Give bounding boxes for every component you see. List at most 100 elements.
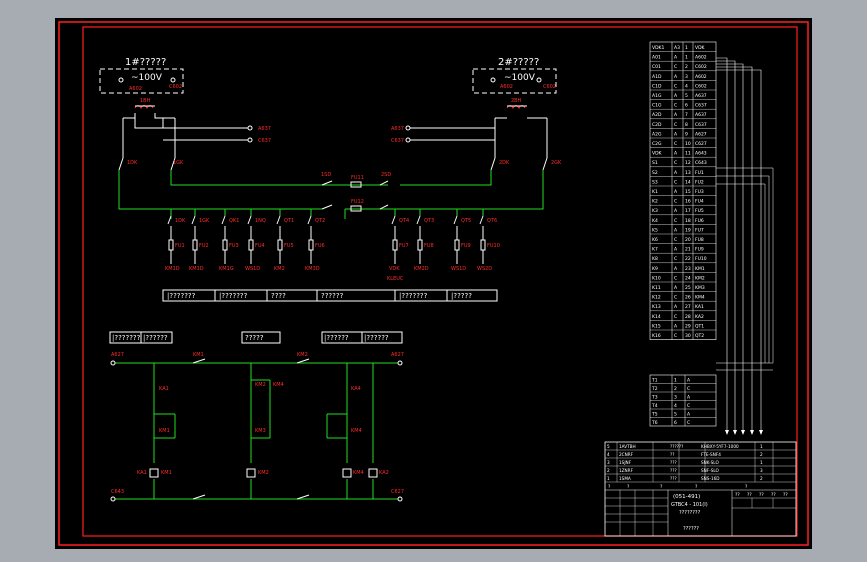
title-block-cell: 5 bbox=[607, 444, 610, 449]
terminal-cell: A602 bbox=[695, 74, 707, 80]
tie-fuse-label-1: FU11 bbox=[351, 175, 364, 181]
control-terminal-bottom-left: C643 bbox=[111, 489, 124, 495]
transformer-right-title: 2#????? bbox=[498, 57, 539, 68]
terminal-cell: C637 bbox=[695, 103, 707, 109]
title-block-cell: SNK-SLO bbox=[701, 460, 719, 465]
terminal-cell: 24 bbox=[685, 275, 691, 281]
switch-label-1: 1DK bbox=[127, 160, 138, 166]
bus-label-left-a: A637 bbox=[258, 126, 271, 132]
title-block-drawing-name: ???????? bbox=[679, 510, 701, 516]
feeder-switch-10 bbox=[479, 215, 484, 225]
control-coil-5: KA2 bbox=[379, 470, 389, 476]
terminal-cell: K13 bbox=[652, 304, 661, 310]
terminal-cell: K16 bbox=[652, 333, 661, 339]
drawing-sheet: 1#????? ~100V A602 C602 1BH 2#????? ~100… bbox=[55, 18, 812, 549]
switch-label-3: 2DK bbox=[499, 160, 510, 166]
terminal-header-cell: 1 bbox=[685, 45, 688, 51]
terminal-cell: K6 bbox=[652, 237, 658, 243]
fuse-fu12 bbox=[350, 205, 362, 212]
terminal-cell: K12 bbox=[652, 295, 661, 301]
small-table-cell: T6 bbox=[651, 420, 658, 426]
terminal-cell: FU7 bbox=[695, 227, 704, 233]
control-contact-9: KM4 bbox=[351, 428, 362, 434]
title-block-cell: 1SMA bbox=[619, 476, 631, 481]
feeder-fuse-label-2: FU2 bbox=[199, 243, 209, 249]
terminal-cell: KM1 bbox=[695, 266, 705, 272]
feeder-terminal-10: WS2D bbox=[477, 266, 492, 272]
small-table-cell: C bbox=[687, 386, 690, 392]
switch-label-2: 1GK bbox=[173, 160, 184, 166]
terminal-cell: A bbox=[674, 74, 678, 80]
terminal-cell: S1 bbox=[652, 160, 658, 166]
title-block-header: ? bbox=[660, 484, 663, 490]
terminal-cell: K15 bbox=[652, 323, 661, 329]
control-coil-4: KM4 bbox=[353, 470, 364, 476]
terminal-cell: C602 bbox=[695, 64, 707, 70]
terminal-cell: A01 bbox=[652, 55, 661, 61]
terminal-cell: C bbox=[674, 199, 677, 205]
terminal-cell: A1D bbox=[652, 74, 662, 80]
terminal-cell: K14 bbox=[652, 314, 661, 320]
terminal-cell: 13 bbox=[685, 170, 691, 176]
control-box-left: KLEUC bbox=[387, 276, 404, 282]
feeder-fuse-label-9: FU9 bbox=[461, 243, 471, 249]
terminal-cell: C01 bbox=[652, 64, 661, 70]
control-header-2: |?????? bbox=[143, 334, 168, 342]
terminal-cell: 1 bbox=[685, 55, 688, 61]
control-contact-2: KM2 bbox=[297, 352, 308, 358]
terminal-cell: S3 bbox=[652, 179, 658, 185]
terminal-cell: 22 bbox=[685, 256, 691, 262]
leader-lines bbox=[716, 57, 774, 435]
title-block-header: ? bbox=[695, 484, 698, 490]
feeder-fuse-label-6: FU6 bbox=[315, 243, 325, 249]
title-block-cell: ?? bbox=[670, 452, 674, 457]
title-block-cell: ??? bbox=[670, 476, 677, 481]
terminal-cell: A bbox=[674, 266, 678, 272]
terminal-cell: C bbox=[674, 275, 677, 281]
control-contact-8: KA4 bbox=[351, 386, 361, 392]
control-header-5: |?????? bbox=[364, 334, 389, 342]
transformer-left-title: 1#????? bbox=[125, 57, 166, 68]
small-table-cell: 5 bbox=[674, 412, 677, 418]
title-block-cell: FTE-SNF4 bbox=[701, 452, 721, 457]
feeder-terminal-5: KM2 bbox=[274, 266, 285, 272]
terminal-cell: KA2 bbox=[695, 314, 704, 320]
control-contact-7: KM3 bbox=[255, 428, 266, 434]
transformer-right-winding: 2BH bbox=[511, 98, 522, 104]
feeder-terminal-6: KM3D bbox=[305, 266, 320, 272]
feeder-switch-label-4: 1NQ bbox=[255, 218, 266, 224]
control-contact-3: KA1 bbox=[159, 386, 169, 392]
title-block-cell: 2 bbox=[760, 452, 763, 457]
feeder-fuse-9 bbox=[454, 239, 460, 251]
feeder-fuse-label-4: FU4 bbox=[255, 243, 265, 249]
terminal-cell: A1G bbox=[652, 93, 662, 99]
small-table-cell: A bbox=[687, 378, 691, 384]
terminal-cell: 18 bbox=[685, 218, 691, 224]
terminal-cell: FU9 bbox=[695, 247, 704, 253]
small-table-cell: C bbox=[687, 403, 690, 409]
terminal-cell: C2D bbox=[652, 122, 662, 128]
terminal-cell: C bbox=[674, 64, 677, 70]
terminal-cell: A bbox=[674, 55, 678, 61]
feeder-branches: 1DKFU1KM1D1GKFU2KM1DQK1FU3KM1G1NQFU4WS1D… bbox=[165, 208, 500, 282]
terminal-cell: FU6 bbox=[695, 218, 704, 224]
terminal-cell: A bbox=[674, 304, 678, 310]
secondary-wiring bbox=[118, 113, 548, 171]
terminal-cell: FU8 bbox=[695, 237, 704, 243]
feeder-fuse-8 bbox=[417, 239, 423, 251]
terminal-cell: VDK bbox=[652, 151, 663, 157]
small-table-cell: 3 bbox=[674, 395, 677, 401]
control-switches bbox=[192, 358, 310, 500]
terminal-cell: 12 bbox=[685, 160, 691, 166]
terminal-cell: K7 bbox=[652, 247, 658, 253]
feeder-terminal-1: KM1D bbox=[165, 266, 180, 272]
terminal-cell: A637 bbox=[695, 93, 707, 99]
feeder-bar: |??????? |??????? ??????????|??????? |??… bbox=[162, 289, 498, 302]
transformer-left-winding: 1BH bbox=[140, 98, 151, 104]
terminal-cell: FU2 bbox=[695, 179, 704, 185]
transformer-right: 2#????? ~100V A602 C602 2BH bbox=[472, 57, 557, 109]
terminal-cell: K10 bbox=[652, 275, 661, 281]
title-block-cell: 3 bbox=[760, 468, 763, 473]
feeder-switch-9 bbox=[453, 215, 458, 225]
